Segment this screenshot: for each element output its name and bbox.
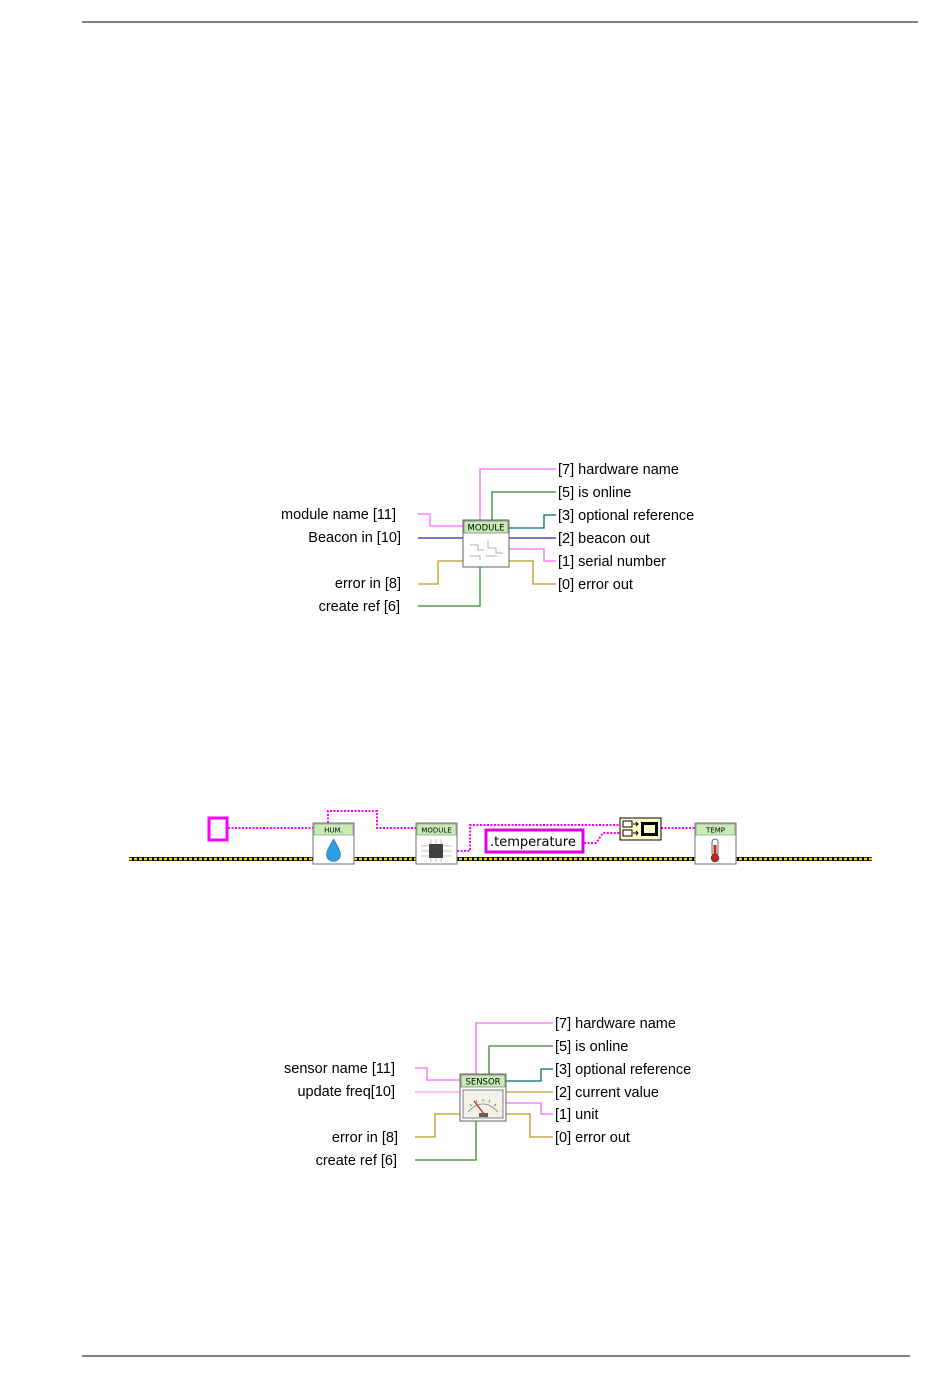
wire-serial-number bbox=[509, 548, 556, 562]
wire-is-online bbox=[491, 491, 556, 520]
temperature-property-label: .temperature bbox=[490, 835, 576, 850]
sensor-vi-header bbox=[460, 1074, 506, 1088]
sensor-input-error-in: error in [8] bbox=[332, 1130, 398, 1146]
temperature-property bbox=[484, 828, 585, 854]
reference-constant bbox=[207, 816, 229, 842]
sensor-output-hardware-name: [7] hardware name bbox=[555, 1016, 676, 1032]
module-vi-title: MODULE bbox=[468, 524, 505, 534]
wire-hardware-name bbox=[479, 468, 556, 520]
sensor-vi-diagram: SENSOR sensor name [11] update freq[10] … bbox=[284, 1016, 691, 1169]
sensor-vi-title: SENSOR bbox=[465, 1078, 500, 1088]
temp-vi: TEMP bbox=[694, 822, 737, 865]
module-input-create-ref: create ref [6] bbox=[319, 599, 400, 615]
water-drop-icon bbox=[326, 838, 341, 862]
module-output-is-online: [5] is online bbox=[558, 485, 631, 501]
sensor-wire-hardware-name bbox=[475, 1022, 553, 1074]
module-output-beacon-out: [2] beacon out bbox=[558, 531, 650, 547]
module-output-optional-reference: [3] optional reference bbox=[558, 508, 694, 524]
wire-error-in bbox=[418, 560, 463, 585]
sensor-output-error-out: [0] error out bbox=[555, 1130, 630, 1146]
sensor-output-optional-reference: [3] optional reference bbox=[555, 1062, 691, 1078]
gauge-icon bbox=[462, 1089, 504, 1119]
sensor-wire-error-in bbox=[415, 1113, 460, 1138]
module-input-module-name: module name [11] bbox=[281, 507, 396, 523]
sensor-wire-error-out bbox=[506, 1113, 553, 1138]
hum-vi: HUM. bbox=[312, 822, 355, 865]
sensor-wire-is-online bbox=[488, 1045, 553, 1074]
module-output-serial-number: [1] serial number bbox=[558, 554, 666, 570]
sensor-output-current-value: [2] current value bbox=[555, 1085, 659, 1101]
module-vi-header bbox=[463, 520, 509, 534]
sensor-wire-unit bbox=[506, 1102, 553, 1115]
sensor-input-update-freq: update freq[10] bbox=[297, 1084, 395, 1100]
wire-module-name bbox=[418, 513, 463, 527]
sensor-output-unit: [1] unit bbox=[555, 1107, 599, 1123]
module-vi-diagram: MODULE module name [11] Beacon in [10] e… bbox=[281, 462, 694, 615]
sensor-output-is-online: [5] is online bbox=[555, 1039, 628, 1055]
module-output-error-out: [0] error out bbox=[558, 577, 633, 593]
example-block-diagram: HUM. MODULE .temperature bbox=[129, 810, 872, 865]
cast-node bbox=[619, 817, 662, 841]
module-input-error-in: error in [8] bbox=[335, 576, 401, 592]
wire-optional-reference bbox=[509, 514, 556, 529]
thermometer-icon bbox=[710, 838, 720, 863]
module-output-hardware-name: [7] hardware name bbox=[558, 462, 679, 478]
module-vi-node: MODULE bbox=[415, 822, 458, 865]
sensor-wire-optional-reference bbox=[506, 1068, 553, 1082]
chip-icon bbox=[421, 839, 452, 862]
sensor-input-create-ref: create ref [6] bbox=[316, 1153, 397, 1169]
sensor-wire-sensor-name bbox=[415, 1067, 460, 1081]
reference-wires bbox=[228, 810, 695, 852]
hum-vi-title: HUM. bbox=[324, 827, 343, 835]
module-node-title: MODULE bbox=[421, 827, 451, 835]
temp-vi-title: TEMP bbox=[705, 827, 725, 835]
module-input-beacon-in: Beacon in [10] bbox=[308, 530, 401, 546]
wire-create-ref bbox=[418, 567, 481, 607]
sensor-wire-create-ref bbox=[415, 1121, 477, 1161]
wire-error-out bbox=[509, 560, 556, 585]
circuit-icon bbox=[470, 540, 503, 560]
sensor-input-sensor-name: sensor name [11] bbox=[284, 1061, 395, 1077]
